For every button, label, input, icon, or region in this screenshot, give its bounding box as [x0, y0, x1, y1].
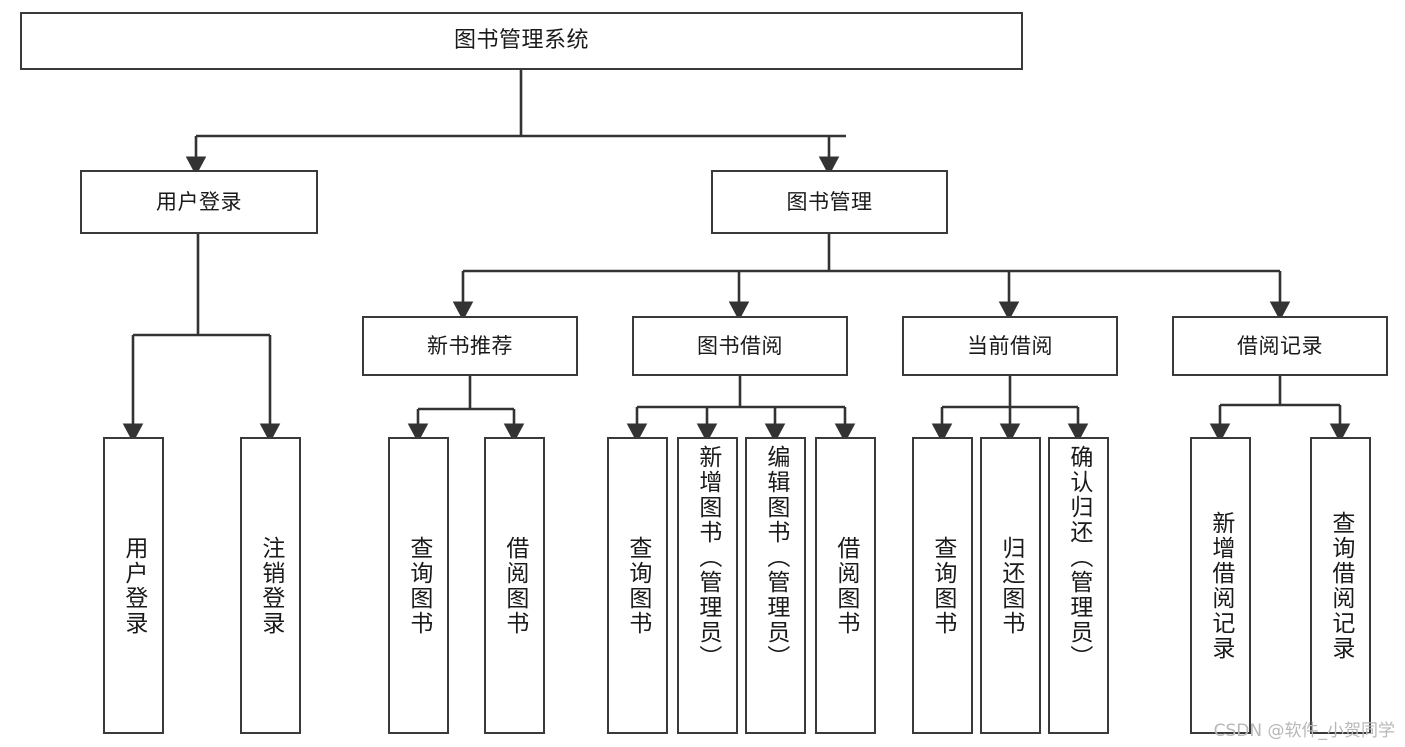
node-new-book-recommend[interactable]: 新书推荐 — [362, 316, 578, 376]
node-label: 编辑图书（管理员） — [762, 445, 789, 670]
node-label: 图书借阅 — [697, 333, 783, 358]
node-leaf-add-book[interactable]: 新增图书（管理员） — [677, 437, 738, 734]
node-label: 归还图书 — [997, 535, 1024, 636]
node-book-manage[interactable]: 图书管理 — [711, 170, 948, 234]
node-leaf-query-book-2[interactable]: 查询图书 — [607, 437, 668, 734]
node-leaf-confirm-return[interactable]: 确认归还（管理员） — [1048, 437, 1109, 734]
node-label: 注销登录 — [257, 535, 284, 636]
node-label: 借阅图书 — [501, 535, 528, 636]
node-label: 图书管理 — [786, 189, 873, 214]
node-leaf-borrow-book-1[interactable]: 借阅图书 — [484, 437, 545, 734]
node-label: 查询借阅记录 — [1327, 510, 1354, 661]
node-label: 用户登录 — [156, 189, 242, 214]
node-label: 用户登录 — [120, 535, 147, 636]
node-leaf-query-book-1[interactable]: 查询图书 — [388, 437, 449, 734]
node-label: 借阅图书 — [832, 535, 859, 636]
node-label: 借阅记录 — [1237, 333, 1323, 358]
csdn-watermark: CSDN @软件_小贺同学 — [1213, 721, 1395, 741]
node-leaf-query-book-3[interactable]: 查询图书 — [912, 437, 973, 734]
node-label: 新增图书（管理员） — [694, 445, 721, 670]
node-leaf-query-record[interactable]: 查询借阅记录 — [1310, 437, 1371, 734]
node-book-borrow[interactable]: 图书借阅 — [632, 316, 848, 376]
node-leaf-add-record[interactable]: 新增借阅记录 — [1190, 437, 1251, 734]
node-label: 查询图书 — [405, 535, 432, 636]
node-leaf-user-login[interactable]: 用户登录 — [103, 437, 164, 734]
node-label: 确认归还（管理员） — [1065, 445, 1092, 670]
node-label: 新书推荐 — [427, 333, 513, 358]
node-leaf-borrow-book-2[interactable]: 借阅图书 — [815, 437, 876, 734]
node-leaf-edit-book[interactable]: 编辑图书（管理员） — [745, 437, 806, 734]
node-leaf-user-logout[interactable]: 注销登录 — [240, 437, 301, 734]
node-label: 查询图书 — [624, 535, 651, 636]
node-label: 查询图书 — [929, 535, 956, 636]
node-user-login[interactable]: 用户登录 — [80, 170, 318, 234]
node-current-borrow[interactable]: 当前借阅 — [902, 316, 1118, 376]
node-label: 图书管理系统 — [453, 28, 589, 54]
node-borrow-record[interactable]: 借阅记录 — [1172, 316, 1388, 376]
node-leaf-return-book[interactable]: 归还图书 — [980, 437, 1041, 734]
node-label: 当前借阅 — [967, 333, 1053, 358]
node-root-system[interactable]: 图书管理系统 — [20, 12, 1023, 70]
node-label: 新增借阅记录 — [1207, 510, 1234, 661]
